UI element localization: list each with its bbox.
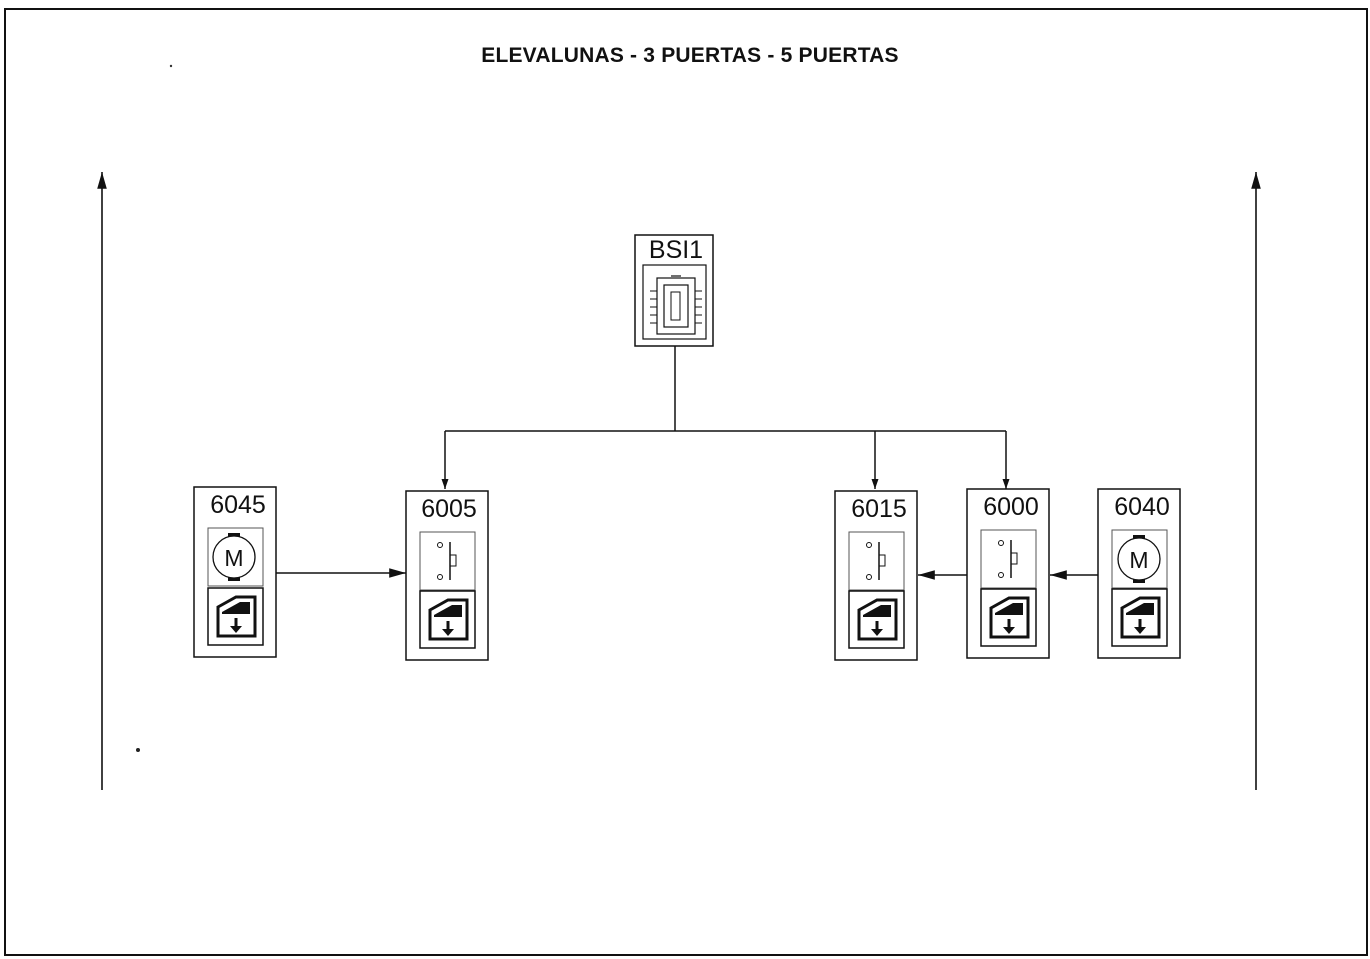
motor-icon: M (212, 533, 256, 581)
motor-icon: M (1117, 535, 1161, 583)
node-label: BSI1 (649, 236, 703, 264)
node-bsi1: BSI1 (634, 234, 714, 347)
window-lift-icon (989, 596, 1030, 639)
node-label: 6005 (421, 495, 477, 523)
node-6000: 6000 (966, 488, 1050, 659)
node-label: 6040 (1114, 493, 1170, 521)
control-unit-icon (650, 275, 702, 335)
node-label: 6045 (210, 491, 266, 519)
node-label: 6015 (851, 495, 907, 523)
window-lift-icon (216, 595, 257, 638)
node-6040: 6040 M (1097, 488, 1181, 659)
window-lift-icon (428, 598, 469, 641)
bsi1-bus (441, 346, 1010, 489)
diagram-title: ELEVALUNAS - 3 PUERTAS - 5 PUERTAS (481, 44, 899, 67)
window-lift-icon (857, 598, 898, 641)
node-6005: 6005 (405, 490, 489, 661)
switch-icon (437, 542, 457, 580)
diagram-frame (4, 8, 1368, 956)
node-label: 6000 (983, 493, 1039, 521)
svg-text:M: M (224, 545, 243, 571)
node-6015: 6015 (834, 490, 918, 661)
switch-icon (998, 540, 1018, 578)
window-lift-icon (1120, 596, 1161, 639)
node-6045: 6045 M (193, 486, 277, 658)
switch-icon (866, 542, 886, 580)
svg-text:M: M (1129, 547, 1148, 573)
